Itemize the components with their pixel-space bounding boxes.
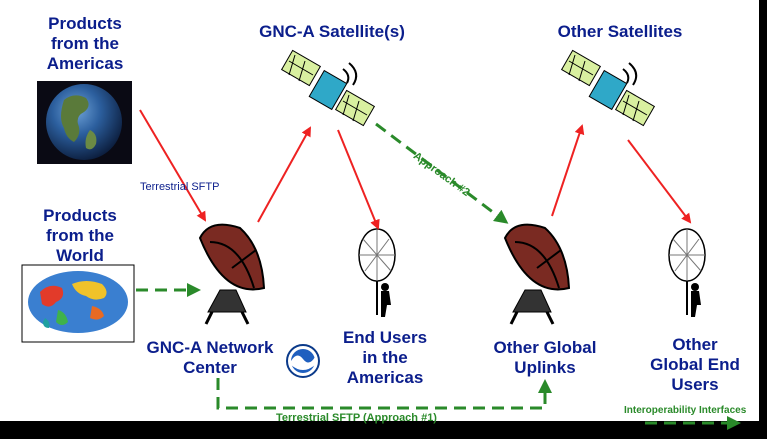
antenna-user-icon: [358, 228, 396, 317]
label-interoperability: Interoperability Interfaces: [624, 405, 747, 416]
arrow-center-to-gnc-sat: [257, 126, 311, 223]
arrow-approach2: [375, 122, 509, 224]
satellite-dish-icon: [503, 223, 571, 325]
earth-globe-icon: [37, 81, 132, 164]
noaa-logo-icon: [286, 344, 320, 378]
satellite-icon: [280, 49, 376, 127]
satellite-dish-icon: [198, 223, 266, 325]
arrow-gnc-sat-to-users: [337, 129, 380, 230]
label-terrestrial-sftp-approach1: Terrestrial SFTP (Approach #1): [276, 412, 437, 424]
arrow-americas-to-center: [139, 109, 207, 222]
label-terrestrial-sftp: Terrestrial SFTP: [140, 181, 220, 193]
label-gnc-satellites: GNC-A Satellite(s): [259, 22, 405, 41]
label-products-world: Products from the World: [43, 206, 117, 265]
satellite-icon: [560, 49, 656, 127]
arrow-other-sat-to-users: [627, 139, 692, 224]
world-map-icon: [21, 264, 135, 343]
label-end-users-americas: End Users in the Americas: [342, 328, 428, 387]
label-network-center: GNC-A Network Center: [146, 338, 274, 377]
antenna-user-icon: [668, 228, 706, 317]
label-other-uplinks: Other Global Uplinks: [493, 338, 597, 377]
arrow-approach1: [216, 378, 552, 410]
label-products-americas: Products from the Americas: [46, 14, 124, 73]
label-other-satellites: Other Satellites: [557, 22, 683, 41]
arrow-uplinks-to-other-sat: [551, 124, 585, 217]
label-other-end-users: Other Global End Users: [650, 335, 740, 394]
